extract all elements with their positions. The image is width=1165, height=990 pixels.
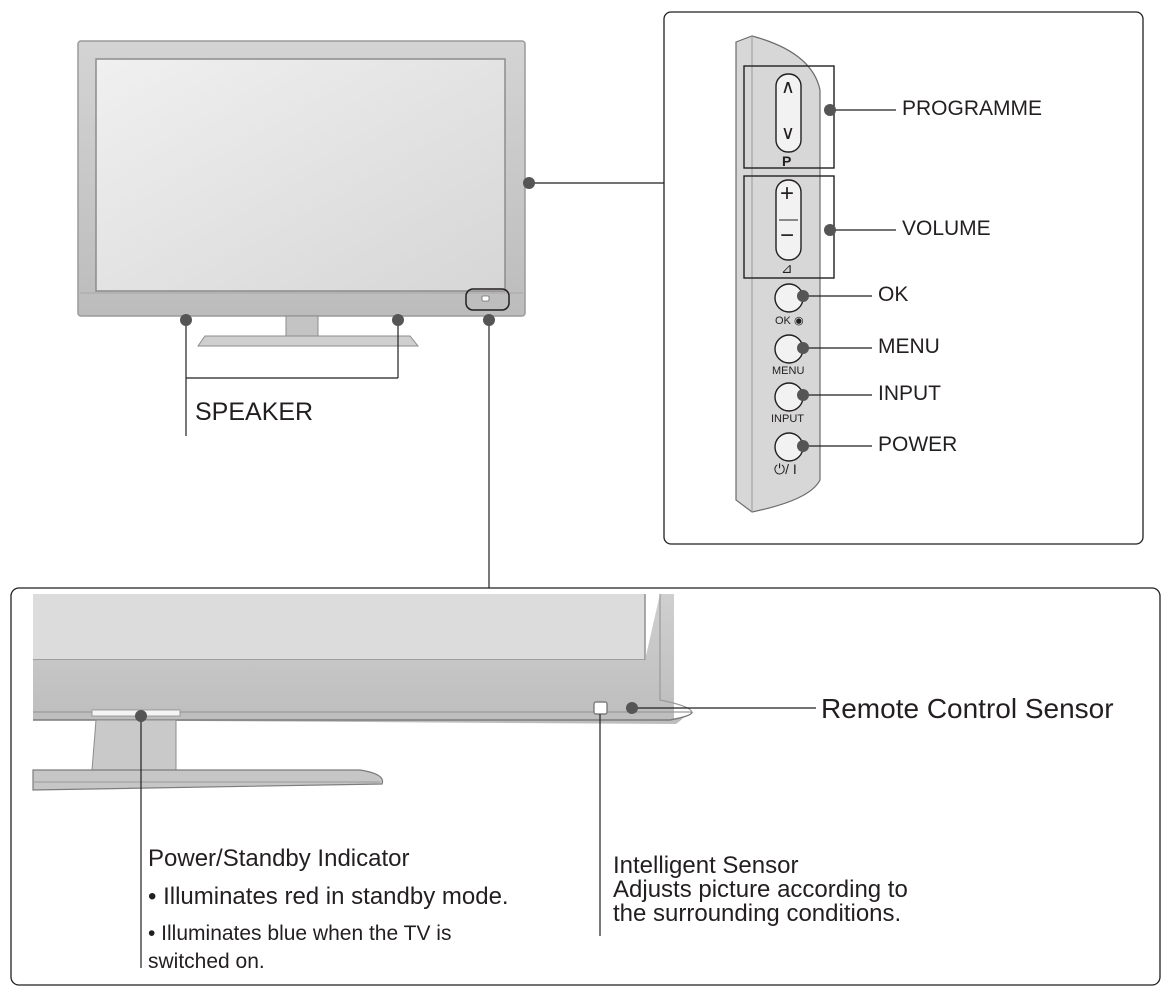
ok-label: OK bbox=[878, 283, 909, 306]
speaker-right-dot bbox=[392, 314, 404, 326]
power-caption: ⏻/ I bbox=[774, 461, 797, 477]
detail-stand-neck bbox=[91, 719, 177, 771]
intelligent-sensor-block: Intelligent Sensor Adjusts picture accor… bbox=[613, 854, 908, 926]
ok-caption: OK ◉ bbox=[775, 315, 804, 327]
input-caption: INPUT bbox=[771, 413, 804, 425]
programme-label: PROGRAMME bbox=[902, 97, 1043, 120]
ok-dot bbox=[797, 290, 809, 302]
power-indicator-highlight bbox=[465, 288, 510, 311]
side-panel-frame bbox=[663, 11, 1144, 545]
power-indicator-bullet-red: • Illuminates red in standby mode. bbox=[148, 883, 509, 910]
volume-plus-icon: + bbox=[780, 180, 795, 207]
power-dot bbox=[797, 440, 809, 452]
menu-caption: MENU bbox=[772, 365, 805, 377]
speaker-label: SPEAKER bbox=[195, 398, 314, 426]
tv-neck bbox=[285, 315, 319, 337]
programme-highlight bbox=[743, 65, 835, 169]
intelligent-sensor-line-1: Adjusts picture according to bbox=[613, 876, 908, 903]
power-indicator-bullet-blue-cont: switched on. bbox=[148, 950, 265, 973]
remote-sensor-label: Remote Control Sensor bbox=[821, 693, 1114, 724]
power-indicator-dot bbox=[135, 710, 147, 722]
input-dot bbox=[797, 389, 809, 401]
programme-rocker[interactable] bbox=[775, 73, 802, 153]
intelligent-sensor-window bbox=[593, 701, 608, 715]
input-label: INPUT bbox=[878, 382, 941, 405]
volume-minus-icon: − bbox=[780, 222, 795, 249]
power-indicator-block: Power/Standby Indicator • Illuminates re… bbox=[148, 845, 509, 977]
menu-label: MENU bbox=[878, 335, 940, 358]
speaker-left-dot bbox=[180, 314, 192, 326]
tv-screen bbox=[95, 58, 506, 292]
tv-stand-base bbox=[197, 335, 420, 347]
front-indicator-callout-dot bbox=[483, 314, 495, 326]
power-label: POWER bbox=[878, 433, 958, 456]
power-indicator-title: Power/Standby Indicator bbox=[148, 845, 410, 872]
speaker-callout bbox=[185, 320, 399, 436]
remote-sensor-dot bbox=[626, 702, 638, 714]
intelligent-sensor-line-2: the surrounding conditions. bbox=[613, 900, 902, 927]
programme-dot bbox=[824, 104, 836, 116]
side-panel-callout-dot bbox=[523, 177, 535, 189]
menu-dot bbox=[797, 342, 809, 354]
detail-view-frame bbox=[10, 587, 1161, 986]
detail-stand-base bbox=[32, 769, 384, 791]
programme-caption: P bbox=[782, 153, 792, 169]
volume-label: VOLUME bbox=[902, 217, 991, 240]
intelligent-sensor-title: Intelligent Sensor bbox=[613, 852, 799, 879]
tv-detail-view bbox=[32, 594, 693, 791]
power-indicator-bullet-blue: • Illuminates blue when the TV is bbox=[148, 922, 452, 945]
tv-front-view bbox=[77, 40, 526, 347]
volume-caption: ⊿ bbox=[781, 260, 793, 276]
volume-dot bbox=[824, 224, 836, 236]
programme-up-icon: ∧ bbox=[781, 77, 795, 98]
programme-down-icon: ∨ bbox=[781, 123, 795, 144]
